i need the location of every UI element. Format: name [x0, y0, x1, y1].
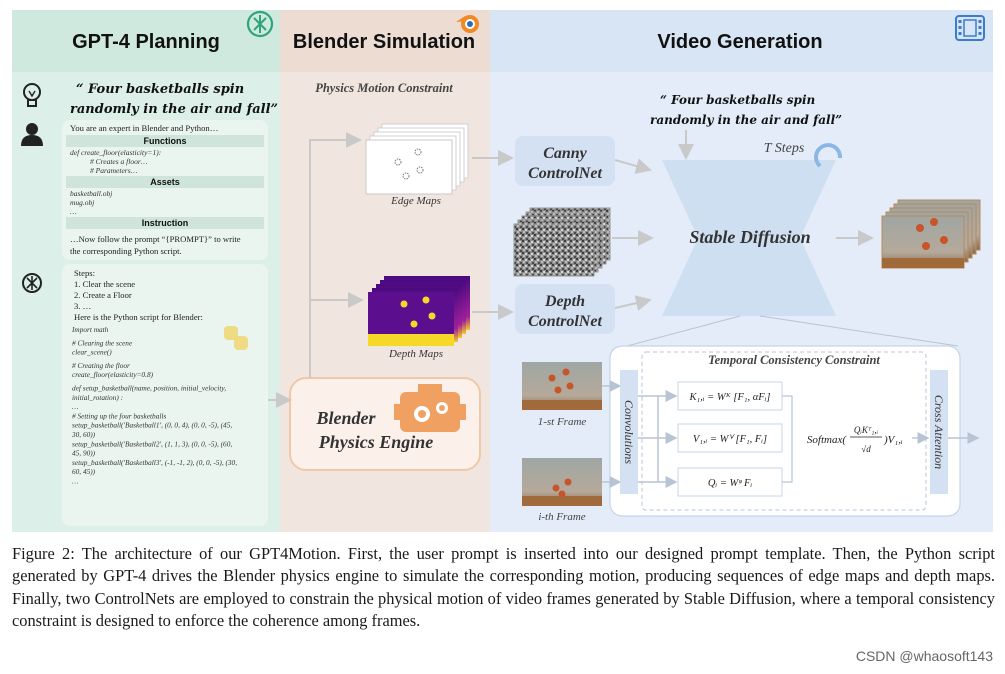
lightbulb-icon [23, 83, 41, 107]
softmax-suffix: )V₁,ᵢ [883, 434, 903, 446]
physics-constraint-title: Physics Motion Constraint [315, 81, 453, 95]
code-line: setup_basketball('Basketball3', (-1, -1,… [72, 458, 237, 467]
convolutions-label: Convolutions [622, 400, 636, 464]
code-line: initial_rotation) : [72, 393, 123, 402]
architecture-diagram: GPT-4 Planning Blender Simulation Video … [12, 10, 993, 532]
query-eq-box [677, 467, 783, 497]
step-2: 2. Create a Floor [74, 290, 132, 300]
depth-controlnet-box [515, 284, 615, 334]
edge-maps-label: Edge Maps [390, 195, 441, 207]
code-line: # Creating the floor [72, 361, 130, 370]
temporal-outer-box [609, 345, 961, 517]
noise-frames-stack [513, 207, 611, 277]
depth-maps-stack [368, 276, 470, 346]
script-header: Here is the Python script for Blender: [74, 312, 203, 322]
func-line-2: # Creates a floor… [90, 157, 148, 166]
stable-diffusion-unet [662, 160, 836, 316]
value-eq-box [677, 423, 783, 453]
instruction-header: Instruction [142, 218, 189, 228]
engine-label-line2: Physics Engine [318, 432, 434, 452]
film-strip-icon [955, 15, 985, 41]
value-equation: V₁,ᵢ = Wⱽ [F₁, Fᵢ] [693, 434, 767, 445]
section-title-simulation: Blender Simulation [293, 31, 475, 53]
code-line: clear_scene() [72, 348, 112, 357]
code-line: create_floor(elasticity=0.8) [72, 370, 154, 379]
temporal-inner-dashed [641, 351, 927, 511]
asset-line-3: … [70, 207, 77, 216]
python-logo-icon [224, 326, 248, 350]
ith-frame-image [522, 458, 602, 506]
softmax-denominator: √d [861, 444, 871, 454]
assets-header: Assets [150, 177, 180, 187]
video-prompt-line2: randomly in the air and fall” [650, 113, 842, 127]
section-title-planning: GPT-4 Planning [72, 31, 220, 53]
user-prompt-line1: “ Four basketballs spin [76, 82, 244, 97]
instruction-line-1: …Now follow the prompt “{PROMPT}” to wri… [70, 234, 241, 244]
convolutions-box [620, 370, 638, 494]
func-line-1: def create_floor(elasticity=1): [70, 148, 161, 157]
user-icon [21, 123, 43, 146]
first-frame-image [522, 362, 602, 410]
engine-label-line1: Blender [315, 408, 376, 428]
video-prompt-line1: “ Four basketballs spin [660, 93, 815, 107]
query-equation: Qᵢ = Wᵠ Fᵢ [708, 478, 753, 489]
code-line: … [72, 402, 79, 411]
python-code-block: Import math # Clearing the sceneclear_sce… [71, 325, 237, 486]
figure-caption: Figure 2: The architecture of our GPT4Mo… [12, 544, 995, 631]
watermark: CSDN @whaosoft143 [855, 648, 993, 664]
depth-line2: ControlNet [528, 313, 602, 330]
asset-line-1: basketball.obj [70, 189, 112, 198]
code-line: setup_basketball('Basketball2', (1, 1, 3… [72, 439, 232, 448]
edge-maps-stack [365, 123, 469, 195]
first-frame-label: 1-st Frame [538, 416, 587, 428]
temporal-title: Temporal Consistency Constraint [708, 353, 880, 367]
softmax-numerator: QᵢKᵀ₁,ᵢ [854, 425, 879, 435]
step-1: 1. Clear the scene [74, 279, 135, 289]
blender-logo-icon [456, 15, 479, 33]
code-line: 30, 60)) [71, 430, 96, 439]
ith-frame-label: i-th Frame [538, 511, 585, 523]
code-line: 60, 45)) [72, 467, 96, 476]
canny-line1: Canny [543, 145, 587, 162]
loop-arrow-icon [814, 143, 843, 168]
key-equation: K₁,ᵢ = Wᴷ [F₁, αFᵢ] [689, 392, 771, 403]
step-3: 3. … [74, 301, 91, 311]
output-frames-stack [881, 199, 981, 269]
cross-attention-box [930, 370, 948, 494]
template-intro: You are an expert in Blender and Python… [70, 123, 218, 133]
instruction-line-2: the corresponding Python script. [70, 246, 182, 256]
func-line-3: # Parameters… [90, 166, 138, 175]
section-title-video: Video Generation [657, 31, 822, 53]
depth-maps-label: Depth Maps [388, 348, 443, 360]
steps-header: Steps: [74, 268, 95, 278]
gpt-response-icon [22, 273, 42, 293]
code-line: Import math [71, 325, 109, 334]
code-line: # Clearing the scene [72, 338, 133, 347]
openai-logo-icon [246, 10, 274, 38]
canny-controlnet-box [515, 136, 615, 186]
stable-diffusion-label: Stable Diffusion [689, 227, 810, 247]
cross-attention-label: Cross Attention [932, 395, 946, 469]
engine-gear-icon [394, 384, 466, 432]
asset-line-2: mug.obj [70, 198, 94, 207]
code-line: setup_basketball('Basketball1', (0, 0, 4… [72, 421, 232, 430]
code-line: def setup_basketball(name, position, ini… [72, 384, 226, 393]
code-line: 45, 90)) [72, 449, 96, 458]
softmax-prefix: Softmax( [807, 434, 847, 446]
user-prompt-line2: randomly in the air and fall” [70, 102, 278, 117]
gpt-response-box [62, 264, 268, 526]
functions-header: Functions [144, 136, 187, 146]
depth-line1: Depth [544, 293, 585, 310]
canny-line2: ControlNet [528, 165, 602, 182]
t-steps-label: T Steps [764, 141, 805, 156]
code-line: # Setting up the four basketballs [72, 411, 166, 420]
code-line: … [72, 477, 79, 486]
